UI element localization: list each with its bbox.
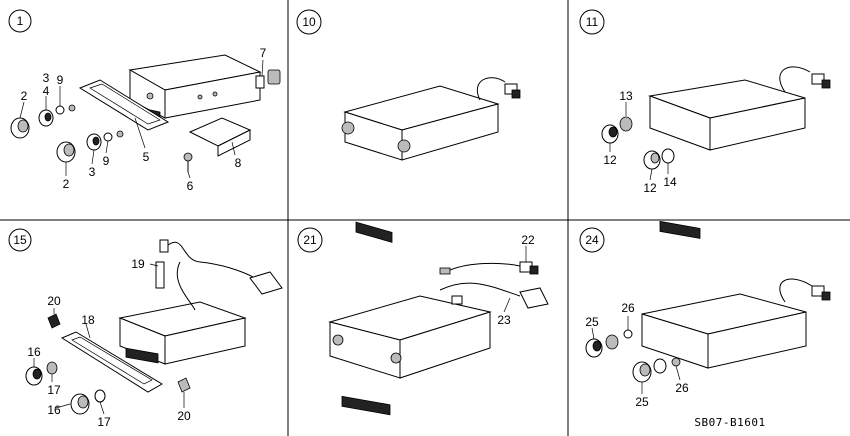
callout-9-lower: 9 <box>103 154 110 168</box>
panel-1-number: 1 <box>17 14 24 28</box>
panel-11-number: 11 <box>586 15 599 29</box>
callout-12-lower: 12 <box>643 181 657 195</box>
callout-26-upper: 26 <box>621 301 635 315</box>
panel-11: 11 13 12 12 14 <box>579 9 831 239</box>
callout-25-lower: 25 <box>635 395 649 409</box>
panel-24: 24 26 25 25 26 <box>579 227 831 409</box>
callout-23: 23 <box>497 313 511 327</box>
knob-set-lower <box>86 130 124 151</box>
mounting-bracket <box>188 117 252 157</box>
panel-21: 21 22 23 <box>297 227 549 416</box>
panel-24-number: 24 <box>585 233 599 247</box>
knob-lower <box>56 141 76 163</box>
radio-unit-11 <box>648 79 806 239</box>
callout-3-lower: 3 <box>89 165 96 179</box>
callout-7: 7 <box>260 46 267 60</box>
panel-10: 10 <box>296 9 521 243</box>
radio-unit-10 <box>341 85 500 243</box>
callout-4: 4 <box>43 84 50 98</box>
drawing-code: SB07-B1601 <box>694 416 765 429</box>
callout-6: 6 <box>187 179 194 193</box>
callout-16-upper: 16 <box>27 345 41 359</box>
knob-24-upper <box>585 329 633 358</box>
panel-15-number: 15 <box>13 233 27 247</box>
callout-2-lower: 2 <box>63 177 70 191</box>
radio-unit-24 <box>641 293 807 369</box>
callout-2-upper: 2 <box>21 89 28 103</box>
wire-harness-15 <box>155 239 283 311</box>
callout-5: 5 <box>143 150 150 164</box>
clip-15-upper <box>47 313 61 329</box>
radio-unit-15 <box>118 301 247 365</box>
callout-17-lower: 17 <box>97 415 111 429</box>
panel-10-number: 10 <box>302 15 316 29</box>
knob-set-upper <box>38 104 76 127</box>
knob-upper <box>10 117 30 139</box>
callout-17-upper: 17 <box>47 383 61 397</box>
radio-unit-21 <box>328 295 492 416</box>
knob-24-lower <box>632 357 681 383</box>
callout-3-upper: 3 <box>43 71 50 85</box>
wire-harness-11 <box>779 66 831 93</box>
knob-15-lower <box>70 389 106 415</box>
clip <box>255 69 281 89</box>
callout-18: 18 <box>81 313 95 327</box>
callout-26-lower: 26 <box>675 381 689 395</box>
panel-15: 15 <box>8 228 283 429</box>
callout-9-upper: 9 <box>57 73 64 87</box>
callout-22: 22 <box>521 233 535 247</box>
faceplate <box>78 79 170 131</box>
callout-19: 19 <box>131 257 145 271</box>
callout-13: 13 <box>619 89 633 103</box>
panel-21-number: 21 <box>303 233 317 247</box>
callout-20-lower: 20 <box>177 409 191 423</box>
wire-harness-21 <box>439 261 549 309</box>
callout-20-upper: 20 <box>47 294 61 308</box>
callout-8: 8 <box>235 156 242 170</box>
wire-harness-10 <box>477 77 521 101</box>
knob-15-upper <box>25 361 58 386</box>
callout-14: 14 <box>663 175 677 189</box>
panel-1: 1 <box>8 9 281 193</box>
callout-25-upper: 25 <box>585 315 599 329</box>
faceplate-15 <box>60 331 163 393</box>
knob-11-upper <box>601 116 633 144</box>
callout-16-lower: 16 <box>47 403 61 417</box>
clip-15-lower <box>177 377 191 393</box>
screw <box>183 152 193 172</box>
wire-harness-24 <box>779 278 831 303</box>
knob-11-lower <box>643 148 675 170</box>
callout-12-upper: 12 <box>603 153 617 167</box>
